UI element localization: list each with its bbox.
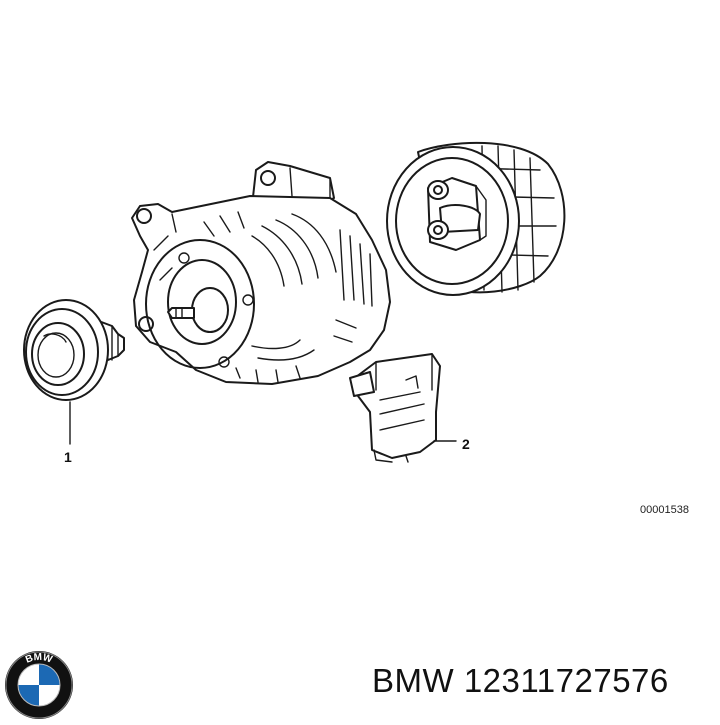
callout-number-1: 1 [64, 449, 72, 465]
callout-number-2: 2 [462, 436, 470, 452]
rear-cover [386, 141, 566, 296]
brand-part-number-line: BMW 12311727576 [372, 662, 669, 700]
drawing-number: 00001538 [640, 504, 689, 516]
brand-name: BMW [372, 662, 455, 699]
pulley-part-1 [23, 299, 125, 401]
alternator-body [131, 161, 391, 385]
voltage-regulator-part-2 [349, 353, 441, 463]
bmw-logo: BMW [4, 650, 74, 720]
bmw-roundel-icon [5, 651, 73, 719]
part-number: 12311727576 [463, 662, 669, 699]
